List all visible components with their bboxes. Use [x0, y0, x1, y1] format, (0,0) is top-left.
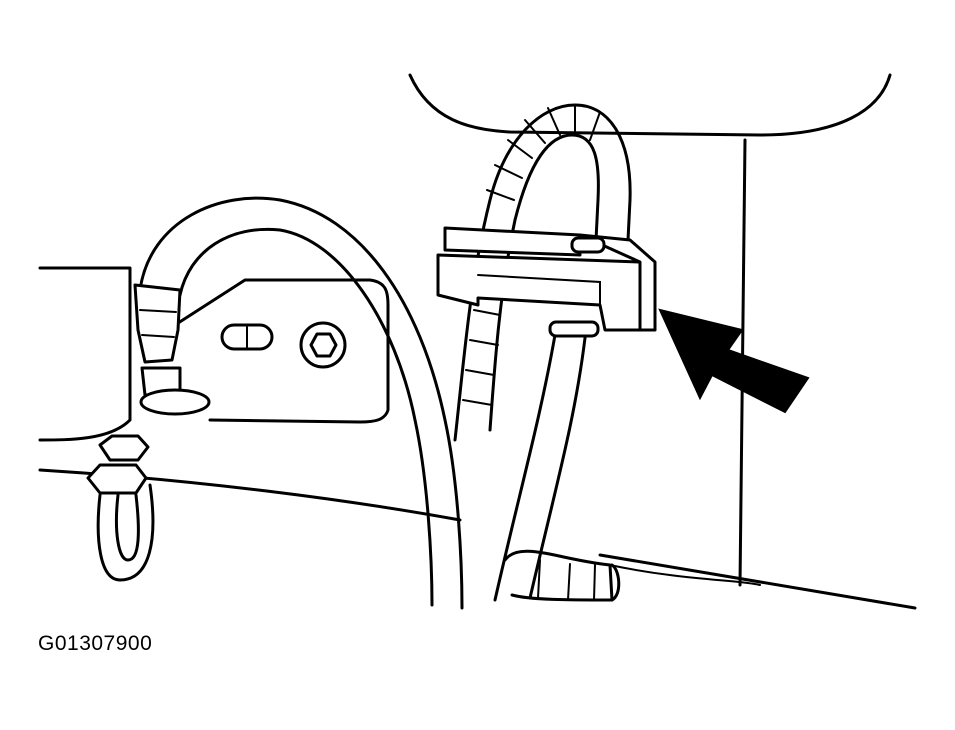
- figure-id-label: G01307900: [38, 632, 153, 655]
- mounting-plate: [173, 278, 390, 424]
- lower-edge-detail: [609, 564, 761, 586]
- u-bolt: [96, 483, 155, 582]
- harness-end: [610, 563, 621, 602]
- lower-harness-ribs: [537, 559, 596, 601]
- wiring-clip-icon: [436, 226, 657, 338]
- frame-bracket: [38, 266, 132, 442]
- ground-wire-inner: [178, 227, 434, 607]
- bolt-head: [299, 321, 347, 369]
- harness-inner: [488, 133, 600, 432]
- arrow-icon: [658, 308, 810, 414]
- tube-right: [528, 336, 587, 600]
- terminal-washer: [139, 388, 211, 416]
- lower-harness: [503, 549, 614, 602]
- harness-outer: [453, 103, 632, 442]
- terminal-sleeve: [133, 283, 182, 364]
- bolt-hex: [309, 332, 338, 358]
- sleeve-ribs: [139, 309, 177, 338]
- mounting-slot: [220, 323, 274, 351]
- harness-corrugations: [462, 104, 601, 406]
- lower-body-edge: [38, 468, 917, 610]
- ground-wire-outer: [138, 196, 464, 610]
- lower-nut: [86, 463, 148, 495]
- upper-panel-outline: [408, 73, 892, 137]
- upper-nut: [98, 434, 150, 462]
